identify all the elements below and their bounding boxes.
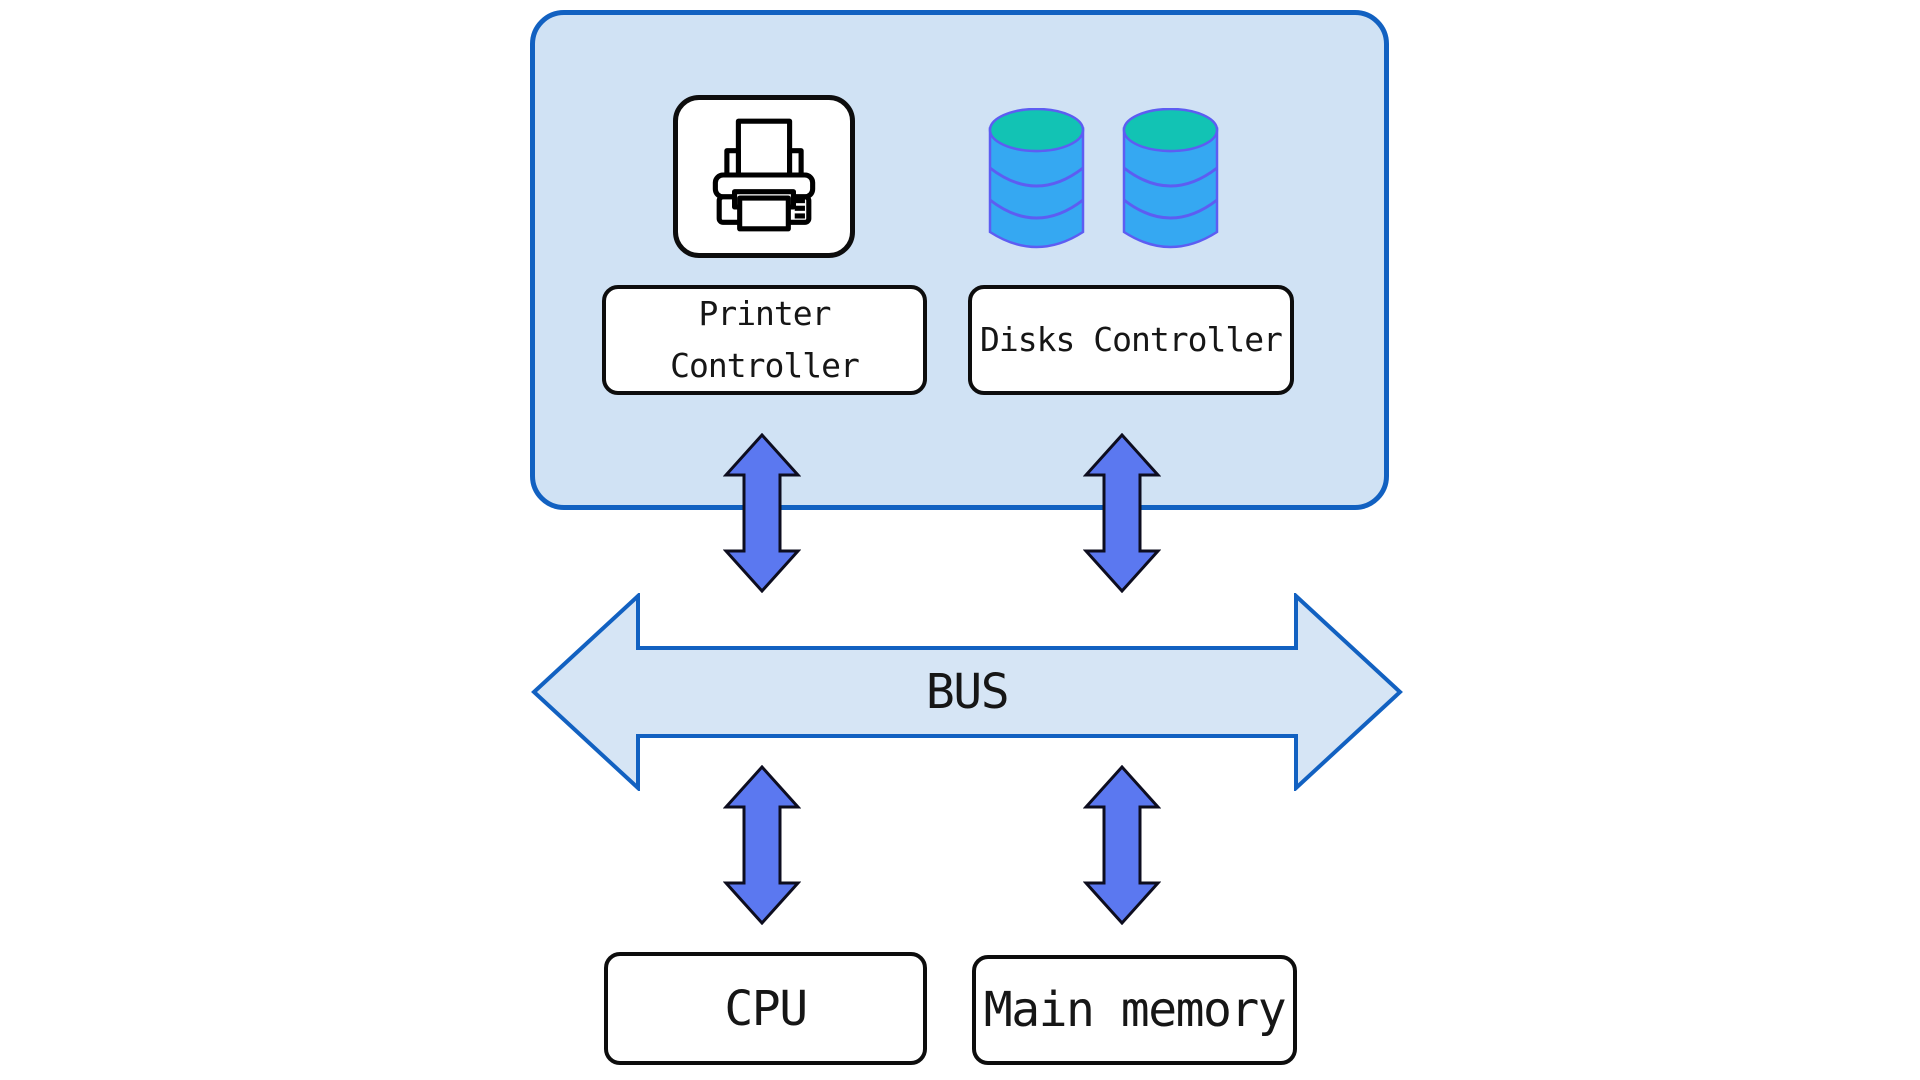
main-memory-label: Main memory bbox=[983, 982, 1287, 1038]
printer-controller-box: Printer Controller bbox=[602, 285, 927, 395]
printer-icon-box bbox=[673, 95, 855, 258]
cpu-label: CPU bbox=[724, 980, 808, 1037]
bus-arrow bbox=[531, 593, 1403, 791]
disks-bus-link-arrow bbox=[1083, 433, 1161, 593]
disks-controller-box: Disks Controller bbox=[968, 285, 1294, 395]
devices-panel bbox=[530, 10, 1389, 510]
disk-icon bbox=[988, 107, 1085, 250]
cpu-bus-link-arrow bbox=[723, 765, 801, 925]
disks-controller-label: Disks Controller bbox=[980, 320, 1283, 359]
printer-icon bbox=[700, 116, 828, 238]
disk-icon bbox=[1122, 107, 1219, 250]
bus-label-text: BUS bbox=[925, 664, 1010, 720]
cpu-box: CPU bbox=[604, 952, 927, 1065]
memory-bus-link-arrow bbox=[1083, 765, 1161, 925]
printer-bus-link-arrow bbox=[723, 433, 801, 593]
main-memory-box: Main memory bbox=[972, 955, 1297, 1065]
printer-controller-label: Printer Controller bbox=[670, 294, 860, 385]
bus-label: BUS bbox=[531, 593, 1403, 791]
